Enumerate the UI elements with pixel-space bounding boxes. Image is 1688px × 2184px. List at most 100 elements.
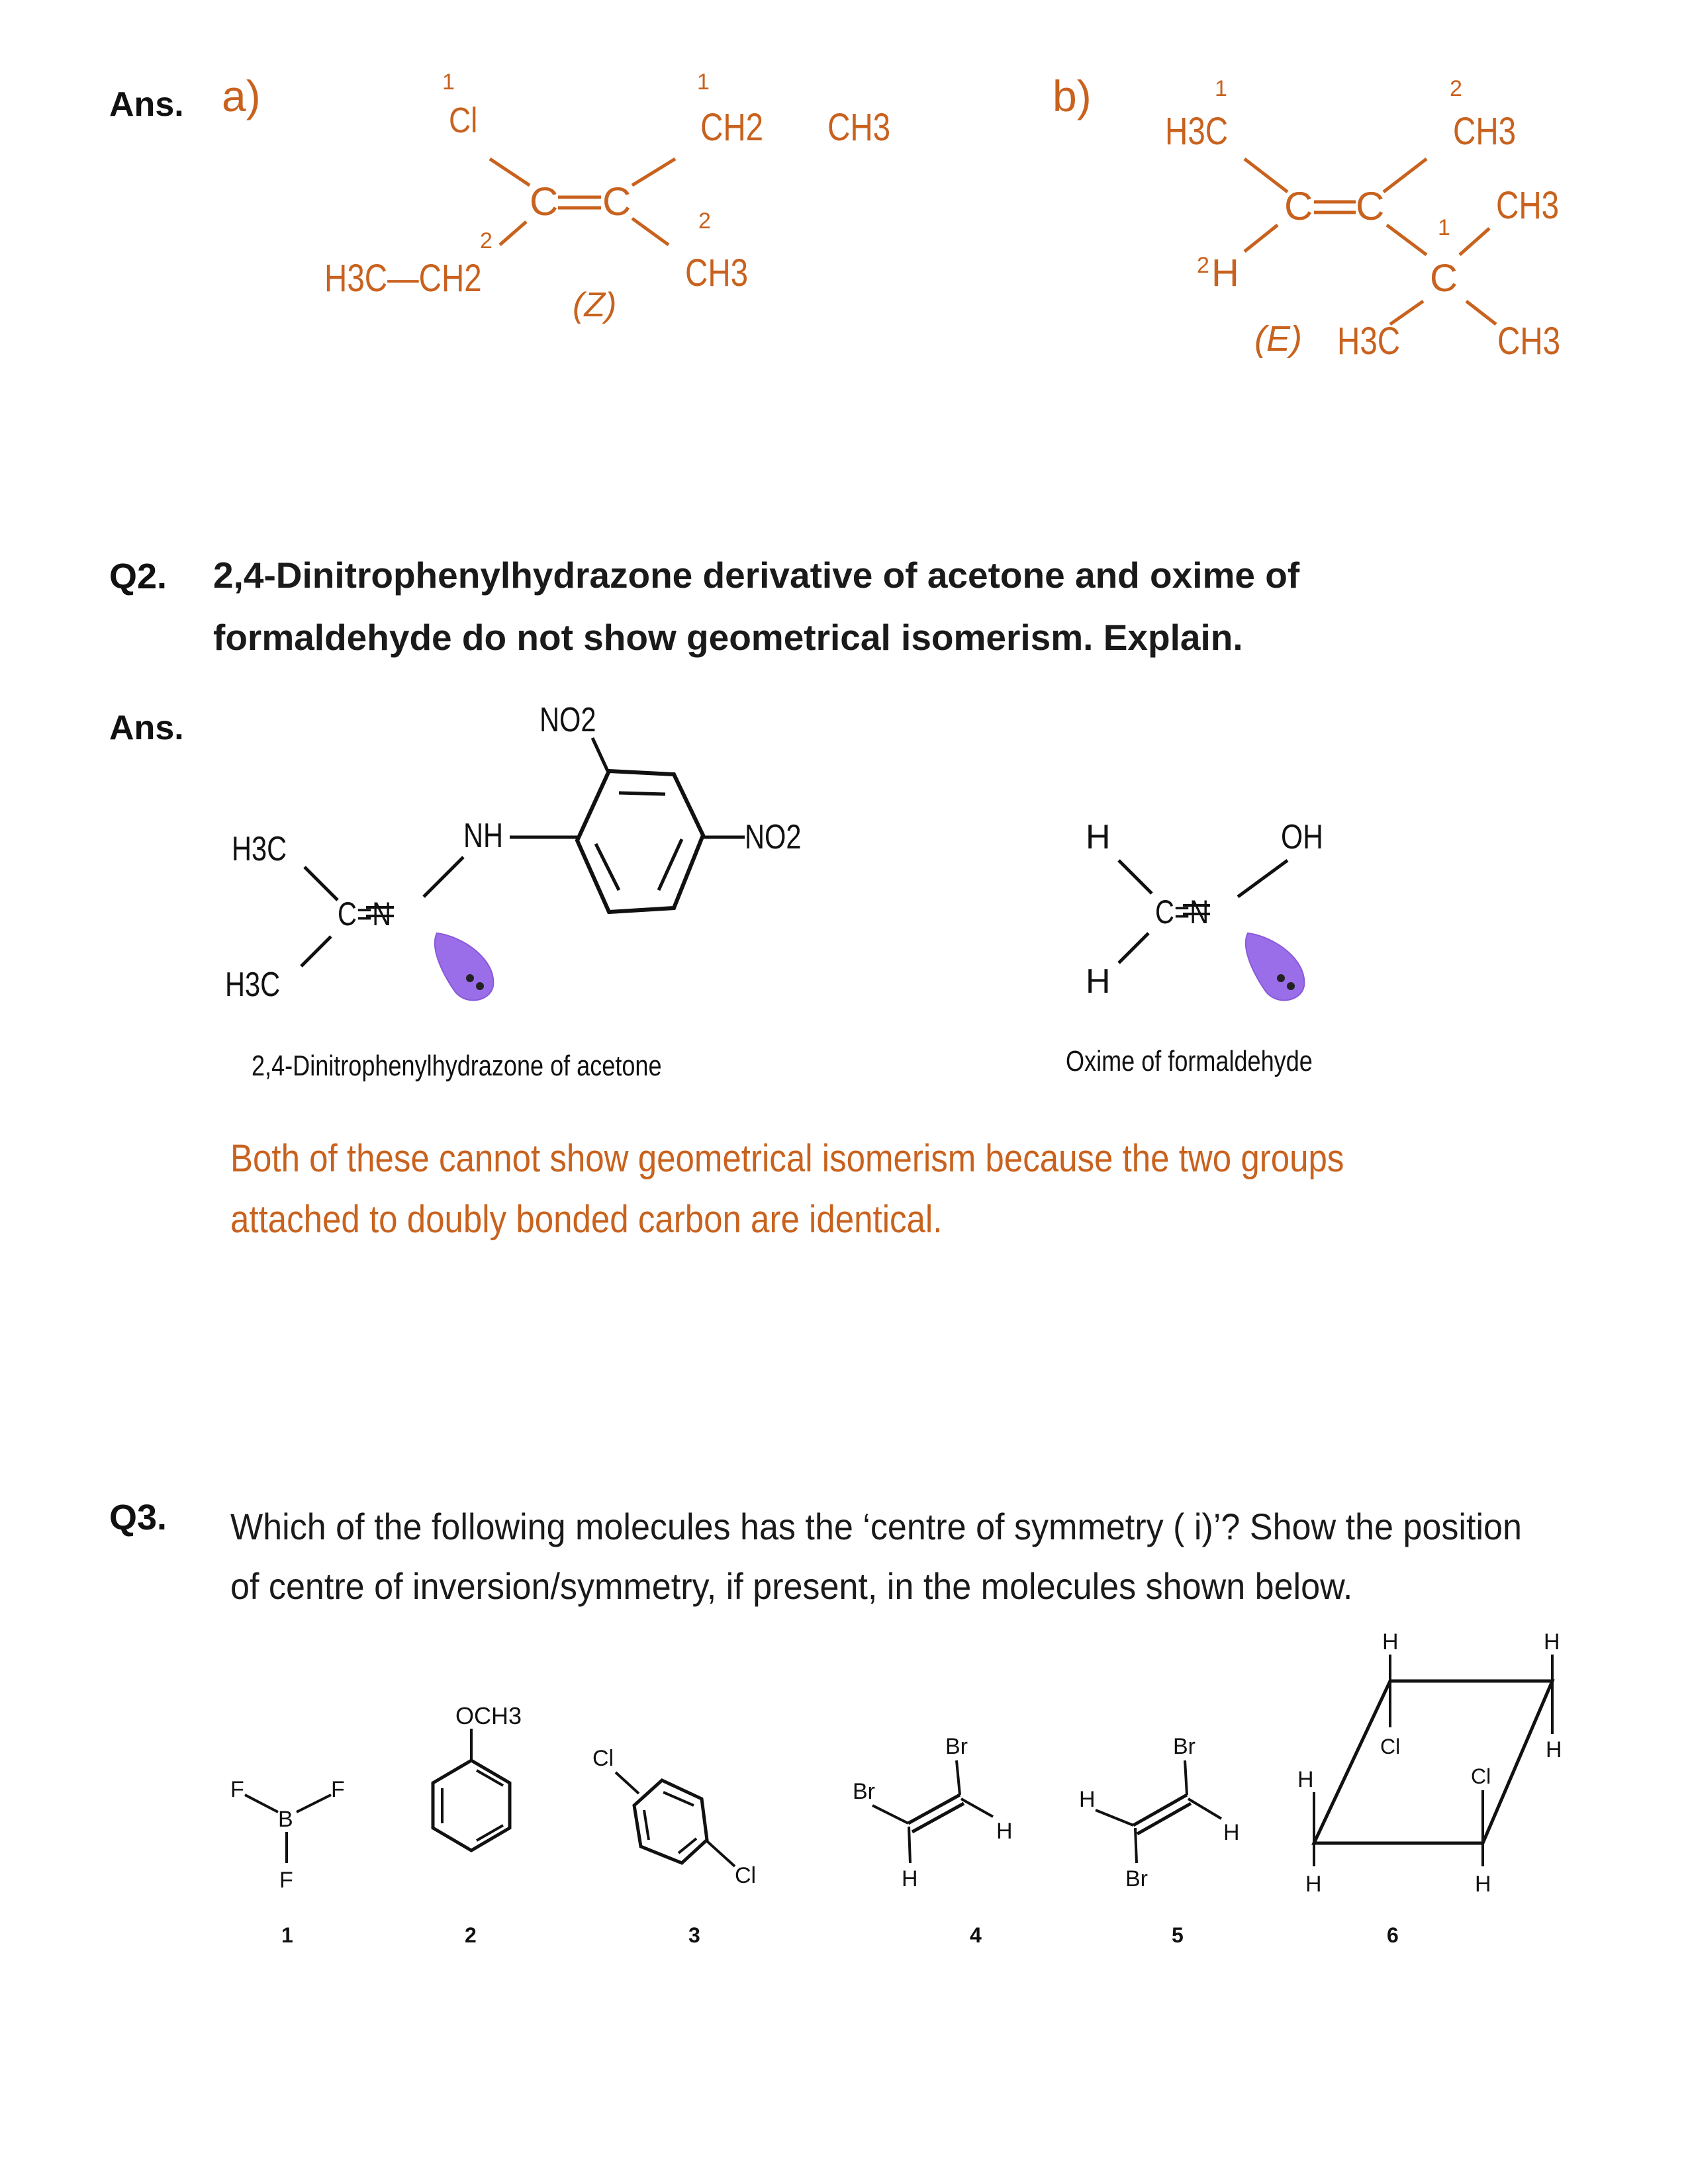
s1-caption: 2,4-Dinitrophenylhydrazone of acetone bbox=[252, 1050, 662, 1082]
bond-c-ch2 bbox=[631, 157, 677, 187]
s1-nh: NH bbox=[463, 816, 503, 855]
bond-c-ch3-bottom bbox=[1465, 300, 1497, 326]
m5-bond-br1 bbox=[1184, 1760, 1188, 1796]
m6-cl-right: Cl bbox=[1471, 1764, 1491, 1788]
bond-c-ch3-top bbox=[1382, 158, 1428, 193]
m3-ring bbox=[632, 1778, 709, 1865]
group-ch3-bottom: CH3 bbox=[685, 252, 748, 295]
m1-b: B bbox=[278, 1807, 293, 1832]
m3-ring-double-3 bbox=[677, 1837, 698, 1854]
bond-cl-c bbox=[489, 157, 531, 187]
q2-line2: formaldehyde do not show geometrical iso… bbox=[213, 617, 1243, 658]
m3-num: 3 bbox=[688, 1923, 700, 1947]
m6-ring bbox=[1311, 1679, 1555, 1845]
config-e: (E) bbox=[1254, 319, 1302, 359]
prio-ethyl: 2 bbox=[480, 228, 492, 253]
m4-bond-br2 bbox=[872, 1804, 909, 1825]
m5-double-2 bbox=[1136, 1801, 1192, 1836]
group-ch3-bottom-b: CH3 bbox=[1497, 320, 1560, 363]
s2-bond-n-oh bbox=[1237, 858, 1289, 899]
q2-explanation-line1: Both of these cannot show geometrical is… bbox=[230, 1137, 1344, 1180]
m5-h-left: H bbox=[1079, 1787, 1096, 1812]
s1-ring-double-3 bbox=[594, 842, 621, 891]
s2-h-top: H bbox=[1086, 818, 1111, 856]
s1-h3c-top: H3C bbox=[232, 829, 287, 868]
s1-bond-h3c-c bbox=[303, 866, 339, 901]
m5-num: 5 bbox=[1172, 1923, 1184, 1947]
group-ch3-top-b: CH3 bbox=[1453, 111, 1516, 154]
m5-bond-h2 bbox=[1187, 1797, 1223, 1820]
m6-h-bottom-right: H bbox=[1475, 1872, 1491, 1897]
group-ch3-top: CH3 bbox=[827, 107, 890, 150]
m1-f-bottom: F bbox=[279, 1868, 293, 1893]
q2-line1: 2,4-Dinitrophenylhydrazone derivative of… bbox=[213, 555, 1300, 596]
m1-bond-1 bbox=[244, 1794, 279, 1813]
s1-ring-double-1 bbox=[618, 791, 666, 796]
q2-explanation: Both of these cannot show geometrical is… bbox=[230, 1128, 1344, 1250]
s2-cn: C=N bbox=[1155, 893, 1209, 931]
q2-number: Q2. bbox=[109, 557, 167, 596]
m5-double-1 bbox=[1132, 1793, 1188, 1827]
m2-och3: OCH3 bbox=[455, 1702, 522, 1729]
m4-h-right: H bbox=[996, 1819, 1013, 1844]
bond-h3c-c bbox=[1243, 158, 1289, 193]
m3-ring-double-2 bbox=[643, 1809, 650, 1841]
s1-h3c-bottom: H3C bbox=[225, 965, 280, 1004]
s1-ring-double-2 bbox=[657, 838, 684, 891]
s1-no2-top: NO2 bbox=[539, 700, 596, 739]
m2-ring-double-3 bbox=[476, 1824, 504, 1842]
m3-bond-cl2 bbox=[706, 1840, 736, 1868]
m2-ring bbox=[431, 1758, 512, 1852]
s1-benzene-ring bbox=[575, 768, 706, 915]
molecule-5: Br H H Br 5 bbox=[1079, 1734, 1240, 1947]
atom-c-left: C bbox=[530, 179, 558, 224]
m5-br-top: Br bbox=[1173, 1734, 1196, 1759]
s2-caption: Oxime of formaldehyde bbox=[1066, 1045, 1313, 1077]
s2-bond-c-h bbox=[1117, 932, 1150, 964]
s2-oh: OH bbox=[1281, 818, 1323, 856]
molecule-2: OCH3 2 bbox=[431, 1702, 522, 1947]
ans-label-q2: Ans. bbox=[109, 709, 184, 747]
group-ch2-top: CH2 bbox=[700, 107, 763, 150]
m4-double-1 bbox=[907, 1793, 961, 1825]
bond-c-ch3-right bbox=[1458, 227, 1491, 256]
bond-c-h bbox=[1243, 224, 1279, 253]
q3-number: Q3. bbox=[109, 1498, 167, 1537]
m5-br-bottom: Br bbox=[1125, 1866, 1148, 1891]
bond-c-ch3 bbox=[631, 216, 670, 247]
m6-h-right: H bbox=[1546, 1737, 1562, 1762]
m6-num: 6 bbox=[1387, 1923, 1399, 1947]
m2-ring-double-1 bbox=[476, 1769, 504, 1787]
q2-explanation-line2: attached to doubly bonded carbon are ide… bbox=[230, 1198, 943, 1241]
m1-f-right: F bbox=[331, 1777, 345, 1802]
atom-c-b-right: C bbox=[1356, 184, 1384, 228]
s1-cn: C=N bbox=[338, 895, 391, 933]
q3-line1: Which of the following molecules has the… bbox=[230, 1506, 1522, 1547]
m6-cl-top: Cl bbox=[1380, 1735, 1400, 1758]
molecule-6: H H Cl H H Cl H H 6 bbox=[1297, 1629, 1562, 1947]
ans-label-q1: Ans. bbox=[109, 85, 184, 124]
s1-lone-pair bbox=[434, 932, 494, 1001]
prio-c: 1 bbox=[1438, 215, 1450, 240]
prio-cl: 1 bbox=[442, 69, 455, 95]
prio-ch3: 2 bbox=[698, 208, 711, 234]
s2-lone-pair bbox=[1244, 932, 1305, 1001]
m5-h-right: H bbox=[1223, 1820, 1240, 1845]
m3-bond-cl1 bbox=[614, 1771, 640, 1795]
bond-c-ethyl bbox=[498, 220, 528, 246]
m4-bond-h2 bbox=[908, 1826, 912, 1864]
s2-h-bottom: H bbox=[1086, 962, 1111, 1001]
group-h3c-top: H3C bbox=[1165, 111, 1228, 154]
group-ethyl: H3C—CH2 bbox=[324, 257, 482, 300]
molecule-4: Br Br H H 4 bbox=[853, 1734, 1013, 1947]
m1-f-left: F bbox=[230, 1777, 244, 1802]
m1-num: 1 bbox=[281, 1923, 293, 1947]
m4-bond-br1 bbox=[955, 1760, 961, 1796]
s1-bond-n-nh bbox=[422, 856, 465, 898]
prio-h3c: 1 bbox=[1215, 76, 1227, 101]
prio-ch3-top: 2 bbox=[1450, 76, 1462, 101]
m5-bond-br2 bbox=[1134, 1827, 1138, 1864]
s1-bond-no2-top bbox=[590, 737, 610, 772]
m6-h-top-left: H bbox=[1382, 1629, 1399, 1655]
m3-cl-bottom: Cl bbox=[735, 1863, 756, 1888]
